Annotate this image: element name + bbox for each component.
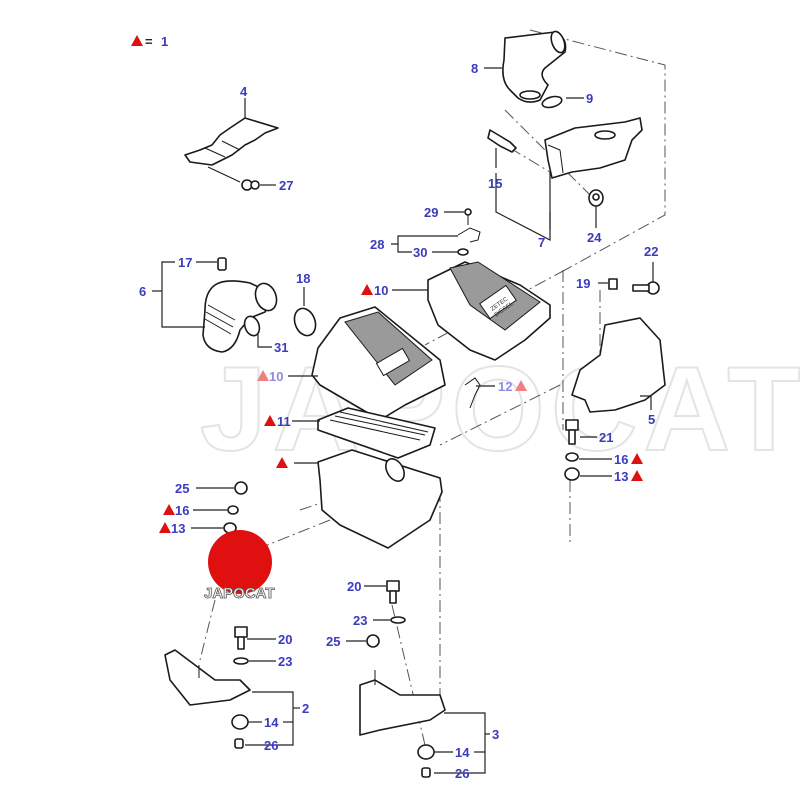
part-grommet-13-right[interactable] (564, 467, 580, 481)
callout-13-left[interactable]: 13 (171, 521, 185, 536)
callout-10-front[interactable]: 10 (269, 369, 283, 384)
part-bolt-20-right[interactable] (386, 580, 400, 604)
part-nut-26-right[interactable] (421, 767, 431, 778)
triangle-icon (264, 415, 276, 426)
callout-19[interactable]: 19 (576, 276, 590, 291)
part-clip-12[interactable] (464, 377, 481, 409)
callout-14-left[interactable]: 14 (264, 715, 279, 730)
callout-16-right[interactable]: 16 (614, 452, 628, 467)
callout-2[interactable]: 2 (302, 701, 309, 716)
logo-text: JAPOCAT (204, 585, 275, 602)
callout-21[interactable]: 21 (599, 430, 613, 445)
part-intake-duct[interactable] (502, 30, 568, 103)
callout-11[interactable]: 11 (277, 414, 291, 429)
callout-16-left[interactable]: 16 (175, 503, 189, 518)
part-cover-front[interactable] (311, 306, 446, 421)
legend-triangle-icon (131, 35, 143, 46)
callout-29[interactable]: 29 (424, 205, 438, 220)
callout-12[interactable]: 12 (498, 379, 512, 394)
part-bolt-20-left[interactable] (234, 626, 248, 650)
callout-24[interactable]: 24 (587, 230, 602, 245)
callout-13-right[interactable]: 13 (614, 469, 628, 484)
callout-20-right[interactable]: 20 (347, 579, 361, 594)
callout-27[interactable]: 27 (279, 178, 293, 193)
part-bracket-left[interactable] (164, 649, 251, 706)
callout-8[interactable]: 8 (471, 61, 478, 76)
callouts: 4 27 8 9 15 7 24 22 29 28 30 10 17 6 18 … (139, 61, 658, 781)
part-bracket-28[interactable] (457, 227, 481, 243)
triangle-icon (159, 522, 171, 533)
callout-26-left[interactable]: 26 (264, 738, 278, 753)
triangle-icon (631, 470, 643, 481)
leader-lines (152, 67, 654, 774)
callout-23-left[interactable]: 23 (278, 654, 292, 669)
triangle-icon (163, 504, 175, 515)
callout-4[interactable]: 4 (240, 84, 248, 99)
part-clip-19[interactable] (608, 278, 618, 290)
callout-7[interactable]: 7 (538, 235, 545, 250)
part-resonator-box[interactable] (571, 317, 666, 413)
part-mount-14-right[interactable] (417, 744, 435, 760)
callout-17[interactable]: 17 (178, 255, 192, 270)
part-bolt-21[interactable] (565, 419, 579, 445)
callout-14-right[interactable]: 14 (455, 745, 470, 760)
part-bush-16-left[interactable] (227, 505, 239, 515)
part-resonator[interactable] (544, 117, 643, 179)
callout-6[interactable]: 6 (139, 284, 146, 299)
part-bolt-22[interactable] (632, 281, 660, 295)
part-nut-26-left[interactable] (234, 738, 244, 749)
part-seal-9[interactable] (541, 95, 563, 110)
callout-3[interactable]: 3 (492, 727, 499, 742)
callout-18[interactable]: 18 (296, 271, 310, 286)
callout-20-left[interactable]: 20 (278, 632, 292, 647)
legend: = 1 (131, 34, 168, 49)
callout-15[interactable]: 15 (488, 176, 502, 191)
part-lower-housing[interactable] (317, 449, 443, 549)
triangle-icon (361, 284, 373, 295)
part-hose[interactable] (202, 280, 280, 353)
legend-equals: = (145, 34, 153, 49)
callout-23-right[interactable]: 23 (353, 613, 367, 628)
part-cover-upper[interactable]: ZETEC DIESEL (427, 261, 551, 361)
part-sensor-15[interactable] (487, 129, 517, 153)
part-clamp-18[interactable] (291, 305, 319, 338)
callout-housing-triangle[interactable] (276, 457, 288, 468)
part-clamp-31[interactable] (242, 314, 262, 338)
part-mount-14-left[interactable] (231, 714, 249, 730)
watermark-text: JAPOCAT (200, 342, 800, 476)
callout-25-left[interactable]: 25 (175, 481, 189, 496)
callout-25-right[interactable]: 25 (326, 634, 340, 649)
part-bolt-29[interactable] (464, 208, 472, 225)
callout-26-right[interactable]: 26 (455, 766, 469, 781)
logo-circle (208, 530, 272, 594)
part-heat-shield[interactable] (184, 117, 279, 183)
legend-value: 1 (161, 34, 168, 49)
callout-30[interactable]: 30 (413, 245, 427, 260)
callout-5[interactable]: 5 (648, 412, 655, 427)
part-nut-25-right[interactable] (366, 634, 380, 648)
callout-28[interactable]: 28 (370, 237, 384, 252)
part-oring-30[interactable] (457, 248, 469, 256)
triangle-icon (257, 370, 269, 381)
part-clip-27[interactable] (241, 179, 260, 191)
part-bracket-right[interactable] (359, 670, 446, 736)
part-washer-23-left[interactable] (233, 657, 249, 665)
part-washer-23-right[interactable] (390, 616, 406, 624)
japocat-logo: JAPOCAT (204, 530, 275, 602)
callout-22[interactable]: 22 (644, 244, 658, 259)
part-bush-16-right[interactable] (565, 452, 579, 462)
triangle-icon (631, 453, 643, 464)
part-nut-25-left[interactable] (234, 481, 248, 495)
callout-10-upper[interactable]: 10 (374, 283, 388, 298)
callout-31[interactable]: 31 (274, 340, 288, 355)
part-sensor-17[interactable] (217, 257, 227, 271)
triangle-icon (515, 380, 527, 391)
part-nut-24[interactable] (588, 189, 604, 207)
callout-9[interactable]: 9 (586, 91, 593, 106)
part-filter-element[interactable] (317, 407, 436, 459)
